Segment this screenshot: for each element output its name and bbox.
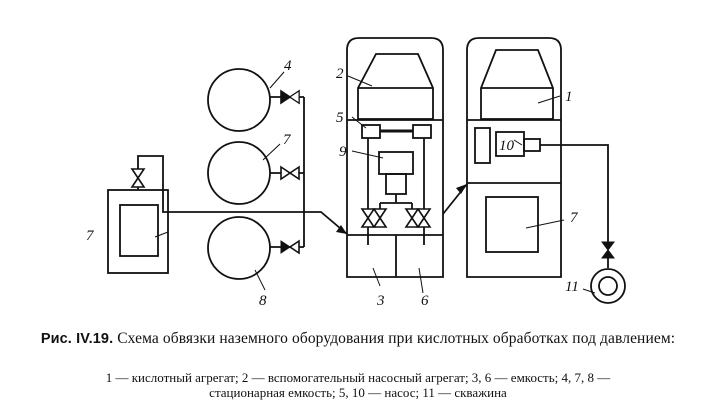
valve-tank-8 (280, 239, 300, 255)
figure-legend: 1 — кислотный агрегат; 2 — вспомогательн… (6, 370, 710, 400)
label-7-left: 7 (86, 228, 95, 244)
well-11 (590, 268, 626, 304)
acid-unit-1 (466, 37, 562, 278)
label-9: 9 (339, 144, 347, 160)
legend-line-2: стационарная емкость; 5, 10 — насос; 11 … (209, 385, 507, 400)
label-7-right: 7 (570, 210, 579, 226)
tank-8-circle (207, 216, 271, 280)
label-6: 6 (421, 293, 429, 309)
pump-9-body (378, 151, 414, 175)
label-4: 4 (284, 58, 292, 74)
label-1: 1 (565, 89, 573, 105)
valve-row-unit-2 (360, 208, 432, 228)
label-10: 10 (499, 138, 515, 154)
figure-number: Рис. IV.19. (40, 331, 114, 347)
tank-4-circle (207, 68, 271, 132)
valve-tank-4 (280, 89, 300, 105)
label-2: 2 (336, 66, 344, 82)
label-11: 11 (565, 279, 579, 295)
label-3: 3 (376, 293, 385, 309)
tank-7-circle (207, 141, 271, 205)
equipment-scheme: 4 7 8 7 2 5 9 3 6 1 10 7 11 (86, 37, 626, 309)
figure-caption: Рис. IV.19. Схема обвязки наземного обор… (8, 330, 708, 348)
label-7-mid: 7 (283, 132, 292, 148)
auxiliary-pump-unit-2 (346, 37, 444, 278)
figure-title: Схема обвязки наземного оборудования при… (117, 330, 676, 347)
tank-7-left-box (107, 189, 169, 274)
valve-left-tank (130, 168, 146, 188)
label-8: 8 (259, 293, 267, 309)
valve-well-line (601, 241, 615, 259)
tank-7-in-acid-unit (485, 196, 539, 253)
label-5: 5 (336, 110, 344, 126)
legend-line-1: 1 — кислотный агрегат; 2 — вспомогательн… (105, 370, 611, 385)
valve-tank-7 (280, 165, 300, 181)
